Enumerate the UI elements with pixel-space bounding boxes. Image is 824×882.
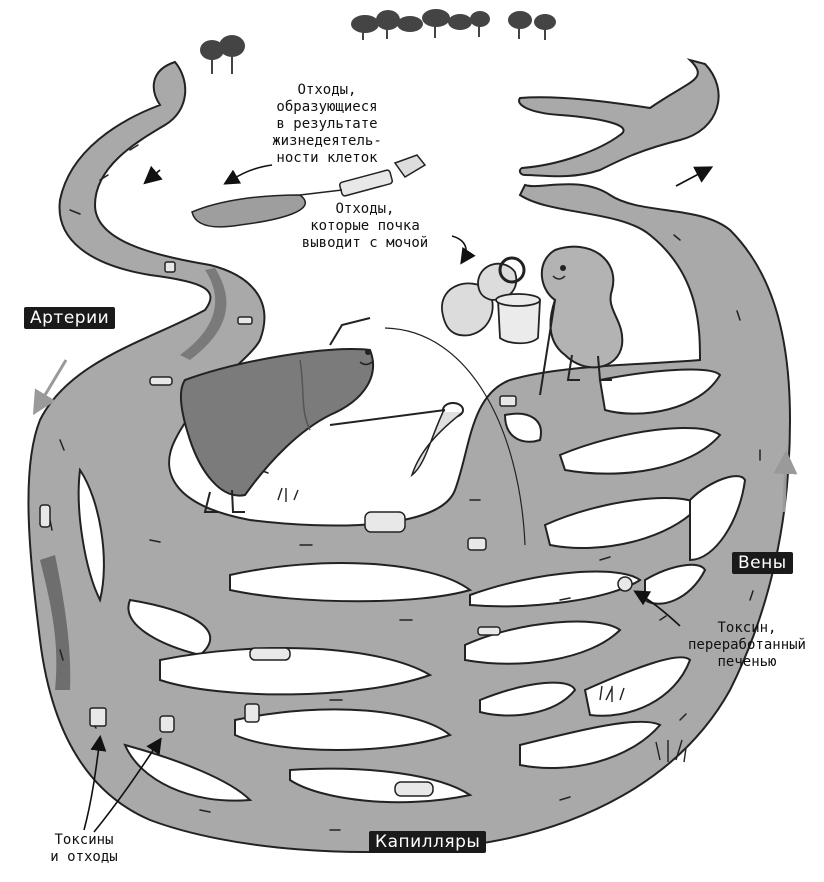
kidney-character: [539, 245, 624, 396]
tree-cluster-left: [200, 35, 245, 74]
liver-character: [179, 317, 526, 546]
artery-top-arrow: [143, 165, 163, 185]
syringe: [299, 154, 427, 197]
vein-top-arrow: [675, 166, 714, 187]
label-arteries: Артерии: [24, 307, 116, 329]
note-kidney-waste: Отходы, которые почка выводит с мочой: [301, 201, 429, 251]
note-toxins-and-waste: Токсины и отходы: [50, 832, 118, 865]
flow-arrows: [32, 359, 798, 513]
callout-pointers: [83, 164, 681, 833]
label-capillaries: Капилляры: [369, 831, 487, 853]
label-veins: Вены: [732, 552, 793, 574]
note-cell-waste: Отходы, образующиеся в результате жизнед…: [272, 82, 382, 166]
tree-line-horizon: [351, 9, 556, 40]
vein-channel-upper: [518, 58, 720, 178]
floating-debris: [39, 261, 633, 797]
note-processed-toxin: Токсин, переработанный печенью: [687, 620, 806, 670]
grass-tufts: [277, 487, 687, 763]
dye-streak: [40, 555, 71, 690]
kidney-body: [540, 245, 624, 369]
artery-channel-upper: [191, 194, 307, 228]
flow-arrows-dark: [143, 165, 714, 187]
dye-streak-upper: [180, 268, 227, 360]
vein-direction-arrow: [773, 450, 798, 513]
artery-direction-arrow: [32, 359, 68, 416]
trash-pile: [441, 256, 541, 345]
